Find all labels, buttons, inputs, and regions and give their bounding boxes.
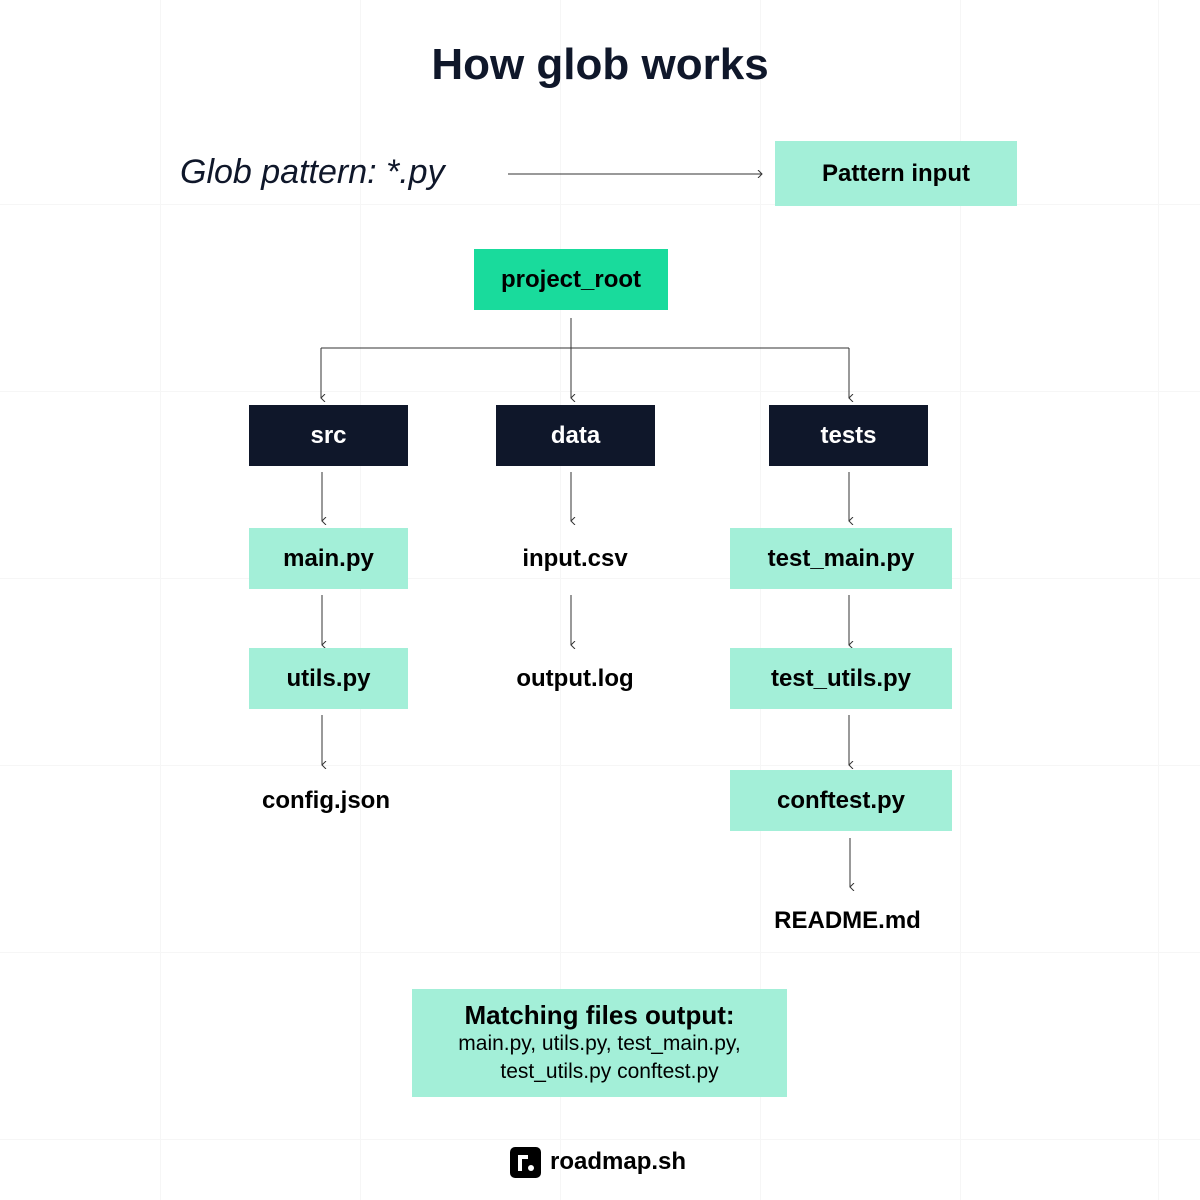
output-heading: Matching files output: — [464, 1000, 735, 1030]
file-output-log: output.log — [516, 664, 634, 692]
grid-line — [0, 391, 1200, 392]
file-input-csv: input.csv — [522, 544, 628, 572]
folder-src: src — [249, 405, 408, 466]
project-root-node: project_root — [474, 249, 668, 310]
page-title: How glob works — [431, 40, 769, 89]
grid-line — [960, 0, 961, 1200]
folder-data: data — [496, 405, 655, 466]
grid-line — [560, 0, 561, 1200]
roadmap-logo-icon — [510, 1146, 541, 1178]
grid-line — [760, 0, 761, 1200]
output-line-1: main.py, utils.py, test_main.py, — [458, 1032, 741, 1055]
folder-tests: tests — [769, 405, 928, 466]
brand: roadmap.sh — [510, 1145, 700, 1179]
file-utils-py: utils.py — [249, 648, 408, 709]
grid-line — [0, 578, 1200, 579]
grid-line — [1158, 0, 1159, 1200]
grid-line — [160, 0, 161, 1200]
file-config-json: config.json — [262, 786, 390, 814]
output-box: Matching files output: main.py, utils.py… — [412, 989, 787, 1097]
grid-line — [0, 204, 1200, 205]
file-conftest-py: conftest.py — [730, 770, 952, 831]
glob-pattern-label: Glob pattern: *.py — [180, 152, 445, 191]
grid-line — [0, 1139, 1200, 1140]
pattern-input-box: Pattern input — [775, 141, 1017, 206]
output-line-2: test_utils.py conftest.py — [500, 1060, 719, 1083]
file-test-main-py: test_main.py — [730, 528, 952, 589]
file-main-py: main.py — [249, 528, 408, 589]
grid-line — [0, 765, 1200, 766]
brand-name: roadmap.sh — [550, 1148, 687, 1175]
file-readme-md: README.md — [774, 906, 921, 934]
grid-line — [0, 952, 1200, 953]
grid-line — [360, 0, 361, 1200]
file-test-utils-py: test_utils.py — [730, 648, 952, 709]
